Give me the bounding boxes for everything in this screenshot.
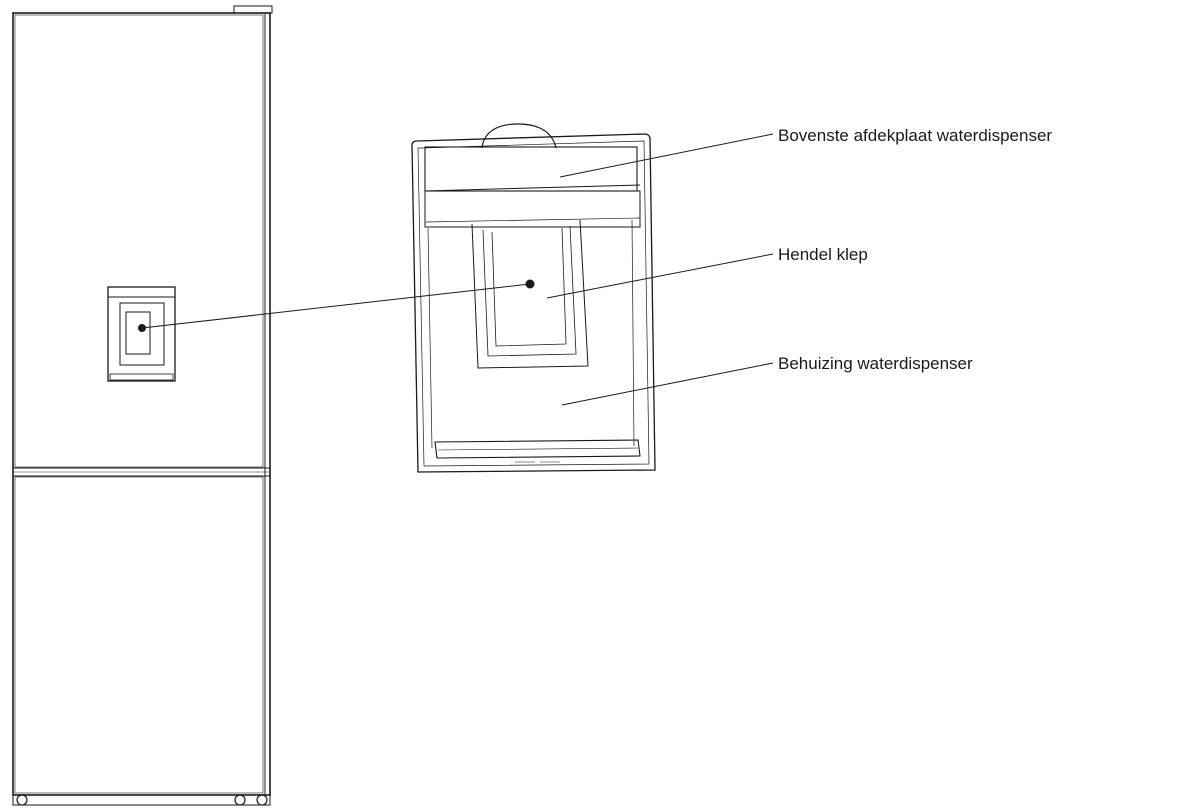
- door-dispenser-housing: [107, 286, 176, 382]
- left-foot: [16, 794, 28, 806]
- door-dispenser-tray: [109, 373, 174, 381]
- inner-frame-left: [427, 227, 433, 449]
- top-cover-strip: [424, 190, 641, 228]
- door-dispenser-recess: [119, 302, 165, 366]
- bottom-tray-detail: [437, 447, 639, 451]
- right-wheel: [256, 794, 268, 806]
- top-knob: [481, 123, 557, 149]
- valve-handle: [491, 227, 567, 347]
- door-dispenser-lever: [125, 311, 151, 355]
- valve-handle-dot: [525, 279, 535, 289]
- label-valve-handle: Hendel klep: [778, 245, 868, 264]
- label-housing: Behuizing waterdispenser: [778, 354, 973, 373]
- connector-line: [141, 283, 531, 329]
- valve-recess-outer: [471, 219, 589, 369]
- bottom-base: [12, 794, 271, 806]
- label-top-cover: Bovenste afdekplaat waterdispenser: [778, 126, 1053, 145]
- top-cover-strip-edge: [425, 217, 641, 223]
- leader-top-cover: [559, 133, 774, 178]
- valve-recess-inner: [482, 225, 577, 357]
- door-dispenser: [107, 286, 176, 382]
- top-cover-plate: [424, 146, 638, 192]
- top-cover-edge: [424, 184, 641, 192]
- right-foot: [234, 794, 246, 806]
- leader-housing: [561, 362, 774, 406]
- outer-housing: [411, 133, 656, 473]
- outer-housing-inner: [417, 140, 650, 467]
- lower-door: [14, 476, 264, 794]
- callout-lines: [141, 133, 774, 406]
- refrigerator: [12, 5, 273, 806]
- enlarged-dispenser: [411, 123, 656, 473]
- top-hinge: [233, 5, 273, 14]
- fridge-cabinet: [12, 12, 271, 796]
- leader-valve-handle: [546, 253, 774, 299]
- inner-frame-right: [631, 219, 635, 447]
- upper-door: [14, 14, 264, 468]
- bottom-tray: [434, 439, 641, 459]
- door-dispenser-dot: [138, 324, 146, 332]
